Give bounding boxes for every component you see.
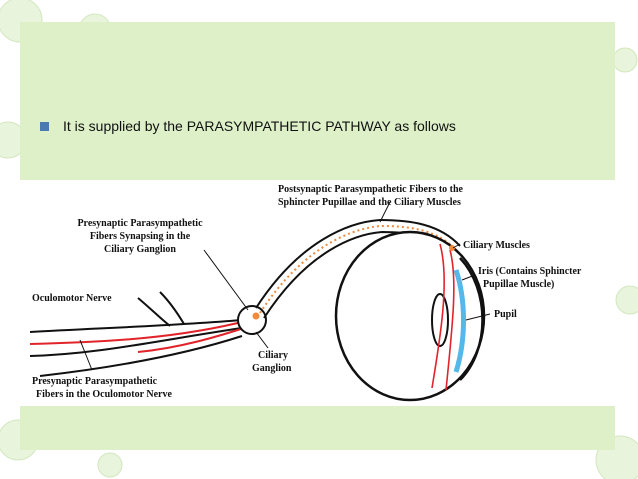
ciliary-muscle-dot bbox=[449, 245, 455, 251]
oculomotor-nerve-shape bbox=[29, 319, 243, 357]
bullet-row: It is supplied by the PARASYMPATHETIC PA… bbox=[40, 118, 456, 134]
leader-pupil bbox=[465, 313, 491, 321]
label-ciliary-ganglion-1: Ciliary bbox=[258, 350, 288, 361]
presynaptic-fiber-red-branch bbox=[137, 325, 251, 353]
iris-shape bbox=[453, 269, 466, 373]
ciliary-fiber-red bbox=[431, 243, 455, 391]
postsynaptic-tube-outer bbox=[255, 218, 461, 309]
ciliary-ganglion-shape bbox=[237, 305, 267, 335]
leader-ciliary-ganglion bbox=[255, 331, 269, 349]
pathway-diagram: Postsynaptic Parasympathetic Fibers to t… bbox=[29, 184, 582, 402]
leader-iris bbox=[461, 274, 476, 281]
lens-shape bbox=[431, 293, 449, 347]
presynaptic-fiber-red bbox=[29, 319, 251, 345]
leader-postsynaptic bbox=[379, 201, 391, 223]
label-postsynaptic-2: Sphincter Pupillae and the Ciliary Muscl… bbox=[278, 197, 461, 208]
nerve-branch-lower bbox=[39, 335, 243, 377]
label-presyn-ganglion-2: Fibers Synapsing in the bbox=[90, 231, 191, 242]
leader-presyn-oculomotor bbox=[79, 339, 93, 371]
label-ciliary-muscles: Ciliary Muscles bbox=[463, 240, 530, 251]
leader-ciliary-muscles bbox=[452, 243, 461, 249]
label-presyn-ganglion-1: Presynaptic Parasympathetic bbox=[77, 218, 203, 229]
label-presyn-ganglion-3: Ciliary Ganglion bbox=[104, 244, 176, 255]
label-oculomotor-nerve: Oculomotor Nerve bbox=[32, 293, 112, 304]
bullet-square-icon bbox=[40, 121, 49, 131]
label-postsynaptic-1: Postsynaptic Parasympathetic Fibers to t… bbox=[278, 184, 464, 195]
nerve-branch-upper bbox=[137, 291, 185, 327]
label-pupil: Pupil bbox=[494, 309, 517, 320]
bullet-text: It is supplied by the PARASYMPATHETIC PA… bbox=[63, 118, 456, 134]
parasympathetic-pathway-figure: Postsynaptic Parasympathetic Fibers to t… bbox=[20, 180, 615, 406]
label-iris-1: Iris (Contains Sphincter bbox=[478, 266, 582, 277]
leader-presyn-ganglion bbox=[203, 249, 249, 311]
label-presyn-oculomotor-1: Presynaptic Parasympathetic bbox=[32, 376, 158, 387]
ciliary-ganglion-dot bbox=[252, 312, 260, 320]
label-iris-2: Pupillae Muscle) bbox=[483, 279, 554, 290]
cornea-outline bbox=[459, 257, 484, 381]
label-presyn-oculomotor-2: Fibers in the Oculomotor Nerve bbox=[36, 389, 172, 400]
label-ciliary-ganglion-2: Ganglion bbox=[252, 363, 292, 374]
postsynaptic-fiber-dotted bbox=[259, 224, 455, 314]
